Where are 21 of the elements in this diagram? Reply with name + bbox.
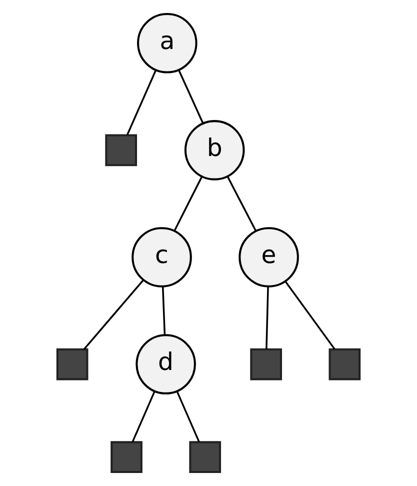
node-circle: c xyxy=(132,227,192,288)
node-box xyxy=(328,348,361,380)
connector xyxy=(174,176,203,232)
node-circle: b xyxy=(184,120,245,180)
connector xyxy=(83,280,144,350)
connector xyxy=(126,70,157,136)
connector xyxy=(176,390,200,442)
connector xyxy=(178,70,204,124)
connector xyxy=(226,176,257,232)
node-box xyxy=(250,348,282,380)
node-box xyxy=(189,441,222,473)
node-circle: d xyxy=(136,334,196,394)
connector xyxy=(162,286,166,335)
node-circle: e xyxy=(238,227,299,288)
node-box xyxy=(56,348,88,380)
connector xyxy=(132,390,156,442)
node-box xyxy=(105,134,138,166)
connector xyxy=(266,286,269,350)
connector xyxy=(284,281,336,350)
node-circle: a xyxy=(137,13,198,74)
node-box xyxy=(110,441,142,473)
